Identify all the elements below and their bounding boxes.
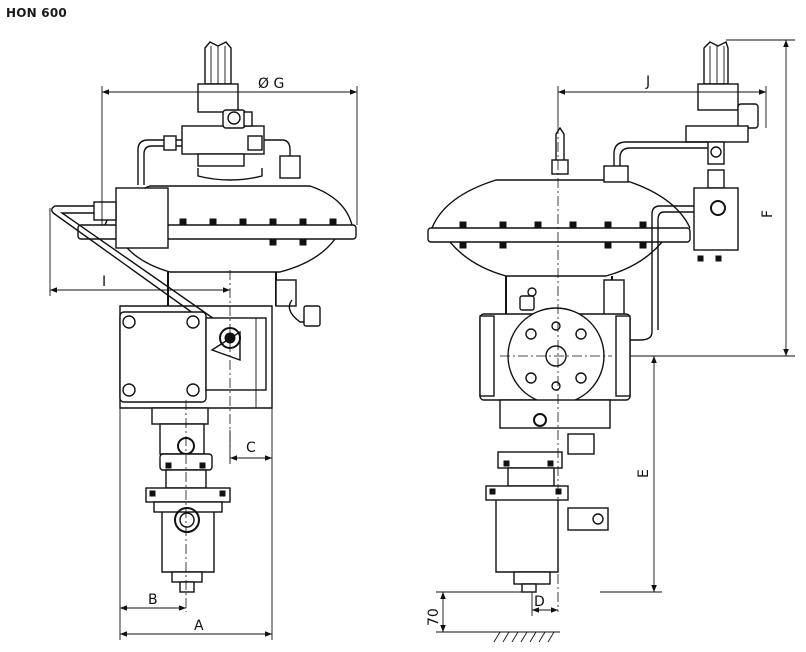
- dimension-f-label: F: [760, 210, 776, 218]
- inlet-flange: [119, 311, 207, 403]
- pilot-spring-top: [197, 41, 239, 113]
- dimension-c-label: C: [246, 440, 256, 456]
- dimension-b-label: B: [148, 592, 158, 608]
- right-dimensions: J F E D 70: [426, 39, 795, 643]
- ground-hatch: [490, 631, 555, 643]
- side-diaphragm-dome: [431, 179, 691, 229]
- drawing-title: HON 600: [6, 6, 67, 20]
- left-dimensions: Ø G I C B A: [49, 76, 358, 640]
- side-control-box: [693, 187, 739, 251]
- dimension-i-label: I: [102, 274, 106, 290]
- dimension-j-label: J: [645, 74, 650, 90]
- control-box: [115, 187, 169, 249]
- dimension-e-label: E: [636, 469, 652, 478]
- dimension-d-label: D: [534, 594, 545, 610]
- dimension-height-label: 70: [426, 608, 442, 626]
- side-view: [427, 41, 759, 612]
- dimension-g-label: Ø G: [258, 76, 284, 92]
- dimension-a-label: A: [194, 618, 204, 634]
- front-view: [51, 41, 357, 612]
- side-flange-bolts: [459, 221, 647, 249]
